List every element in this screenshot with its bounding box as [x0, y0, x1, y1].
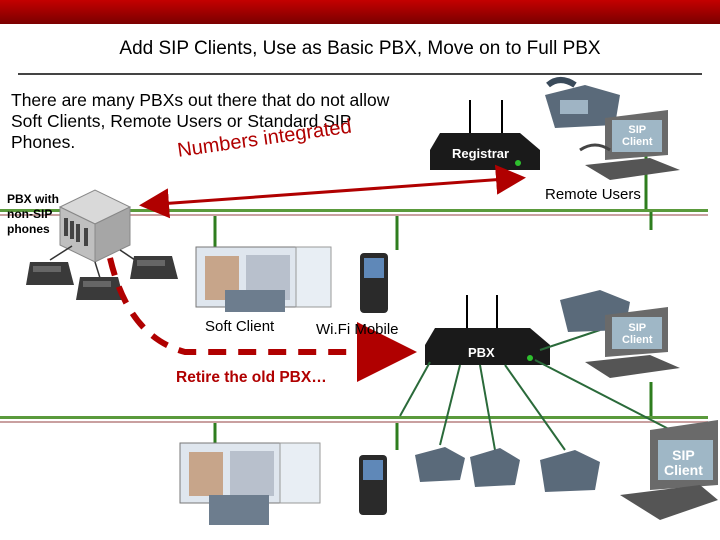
remote-laptop: [585, 110, 680, 180]
lower-network-bus: [0, 416, 708, 423]
sip-client-badge-lower-line-2: Client: [664, 462, 703, 478]
sip-client-badge-mid-line-2: Client: [622, 334, 653, 346]
pbx-label: PBX: [468, 345, 495, 360]
wifi-mobile-lower: [359, 455, 387, 515]
numbers-integrated-arrow: [139, 164, 526, 219]
lower-phone-2: [470, 448, 520, 487]
pbx-non-sip-line-3: phones: [7, 222, 50, 236]
pbx-non-sip-line-1: PBX with: [7, 192, 60, 206]
legacy-phone-3: [76, 277, 124, 300]
lower-phone-3: [540, 450, 600, 492]
lower-phone-1: [415, 447, 465, 482]
remote-ip-phone: [545, 77, 620, 128]
sip-client-badge-top-line-1: SIP: [628, 124, 647, 136]
top-accent-bar: [0, 0, 720, 24]
soft-client-label: Soft Client: [205, 318, 275, 335]
remote-users-label: Remote Users: [545, 186, 641, 203]
softclient-lower: [179, 442, 321, 525]
pbx-non-sip-line-2: non-SIP: [7, 207, 53, 221]
remote-headset: [579, 143, 611, 152]
registrar-label: Registrar: [452, 146, 510, 161]
sip-client-badge-top: SIP Client: [622, 124, 653, 148]
slide-title: Add SIP Clients, Use as Basic PBX, Move …: [119, 38, 601, 59]
retire-dashed-path: [107, 257, 417, 382]
sip-client-badge-lower: SIP Client: [664, 448, 703, 478]
wifi-mobile-label: Wi.Fi Mobile: [316, 321, 399, 338]
mid-right-laptop: [585, 307, 680, 378]
sip-client-badge-lower-line-1: SIP: [672, 447, 695, 463]
sip-client-badge-top-line-2: Client: [622, 136, 653, 148]
legacy-phone-2: [130, 256, 178, 279]
title-divider: [18, 73, 702, 75]
softclient-upper: [195, 246, 332, 312]
registrar-router: [430, 100, 540, 170]
pbx-links: [399, 329, 691, 451]
legacy-phone-1: [26, 262, 74, 285]
intro-text: There are many PBXs out there that do no…: [11, 90, 390, 152]
sip-client-badge-mid: SIP Client: [622, 322, 653, 346]
wifi-mobile-upper: [360, 253, 388, 313]
sip-client-badge-mid-line-1: SIP: [628, 322, 647, 334]
lower-right-laptop: [620, 420, 718, 520]
legacy-pbx-cabinet: [58, 189, 132, 263]
pbx-non-sip-label: PBX with non-SIP phones: [7, 192, 59, 237]
retire-label: Retire the old PBX…: [176, 369, 327, 386]
pbx-router: [425, 295, 550, 365]
